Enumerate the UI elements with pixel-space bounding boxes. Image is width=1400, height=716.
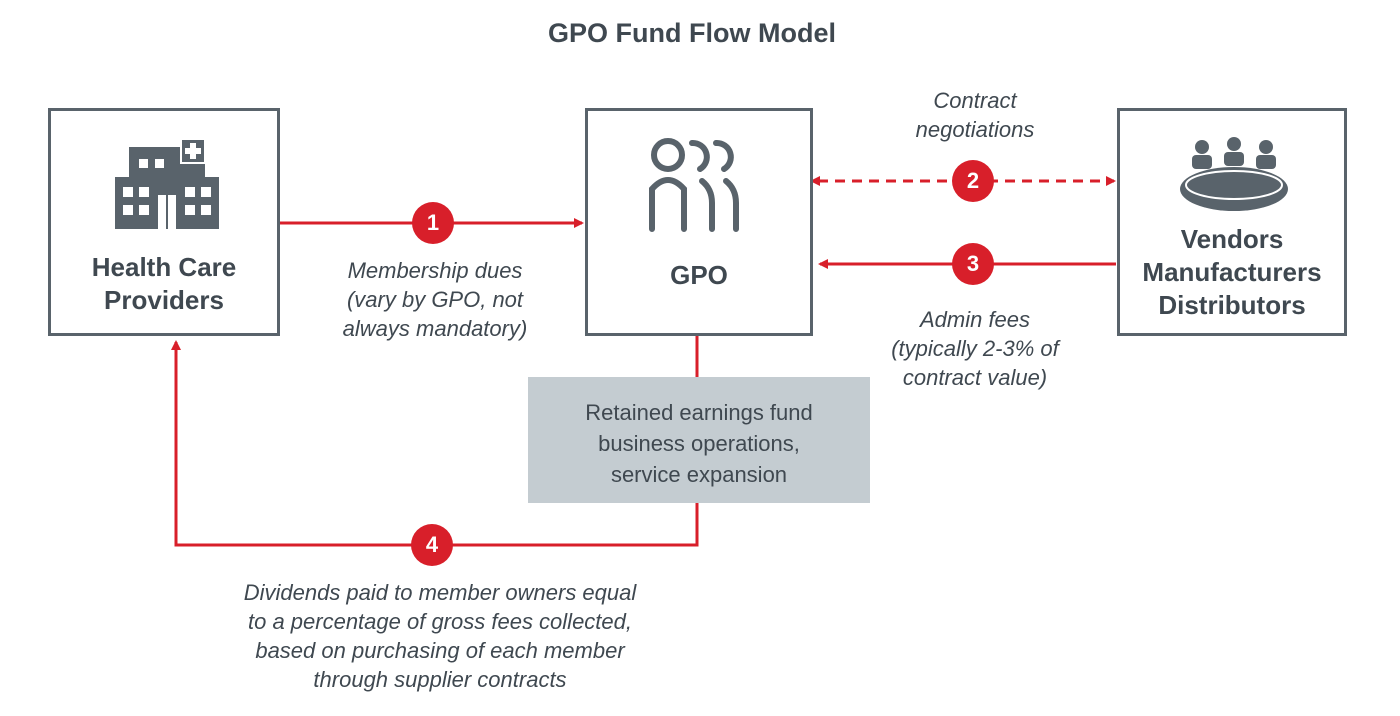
flow-4-note-line1: Dividends paid to member owners equal [243,580,637,605]
flow-2-note: Contract negotiations [880,86,1070,144]
providers-label-line1: Health Care [91,252,237,282]
flow-1-note-line1: Membership dues [347,258,523,283]
flow-4-badge: 4 [411,524,453,566]
retained-line1: Retained earnings fund [585,400,813,425]
vendors-label: Vendors Manufacturers Distributors [1120,223,1344,322]
gpo-box: GPO [585,108,813,336]
flow-1-note: Membership dues (vary by GPO, not always… [300,256,570,343]
flow-3-note-line1: Admin fees [919,307,1031,332]
flow-3-note: Admin fees (typically 2-3% of contract v… [850,305,1100,392]
flow-3-note-line3: contract value) [902,365,1048,390]
meeting-table-icon [1180,137,1288,211]
flow-2-badge: 2 [952,160,994,202]
people-group-icon [649,138,739,232]
diagram-title: GPO Fund Flow Model [548,18,836,48]
providers-box: Health Care Providers [48,108,280,336]
hospital-icon [115,139,219,229]
flow-1-badge: 1 [412,202,454,244]
flow-4-note-line4: through supplier contracts [313,667,567,692]
retained-earnings-box: Retained earnings fund business operatio… [528,377,870,503]
providers-label-line2: Providers [104,285,224,315]
flow-4-note: Dividends paid to member owners equal to… [190,578,690,694]
flow-4-note-line3: based on purchasing of each member [255,638,625,663]
flow-4-note-line2: to a percentage of gross fees collected, [247,609,632,634]
flow-1-note-line2: (vary by GPO, not [346,287,524,312]
vendors-label-line1: Vendors [1180,224,1284,254]
vendors-label-line3: Distributors [1158,290,1306,320]
retained-line2: business operations, [598,431,800,456]
flow-1-note-line3: always mandatory) [342,316,528,341]
retained-line3: service expansion [610,462,788,487]
vendors-label-line2: Manufacturers [1142,257,1322,287]
flow-3-badge: 3 [952,243,994,285]
flow-3-note-line2: (typically 2-3% of [891,336,1059,361]
flow-2-note-line1: Contract [933,88,1017,113]
vendors-box: Vendors Manufacturers Distributors [1117,108,1347,336]
providers-label: Health Care Providers [51,251,277,317]
gpo-label: GPO [670,260,728,290]
flow-2-note-line2: negotiations [915,117,1035,142]
